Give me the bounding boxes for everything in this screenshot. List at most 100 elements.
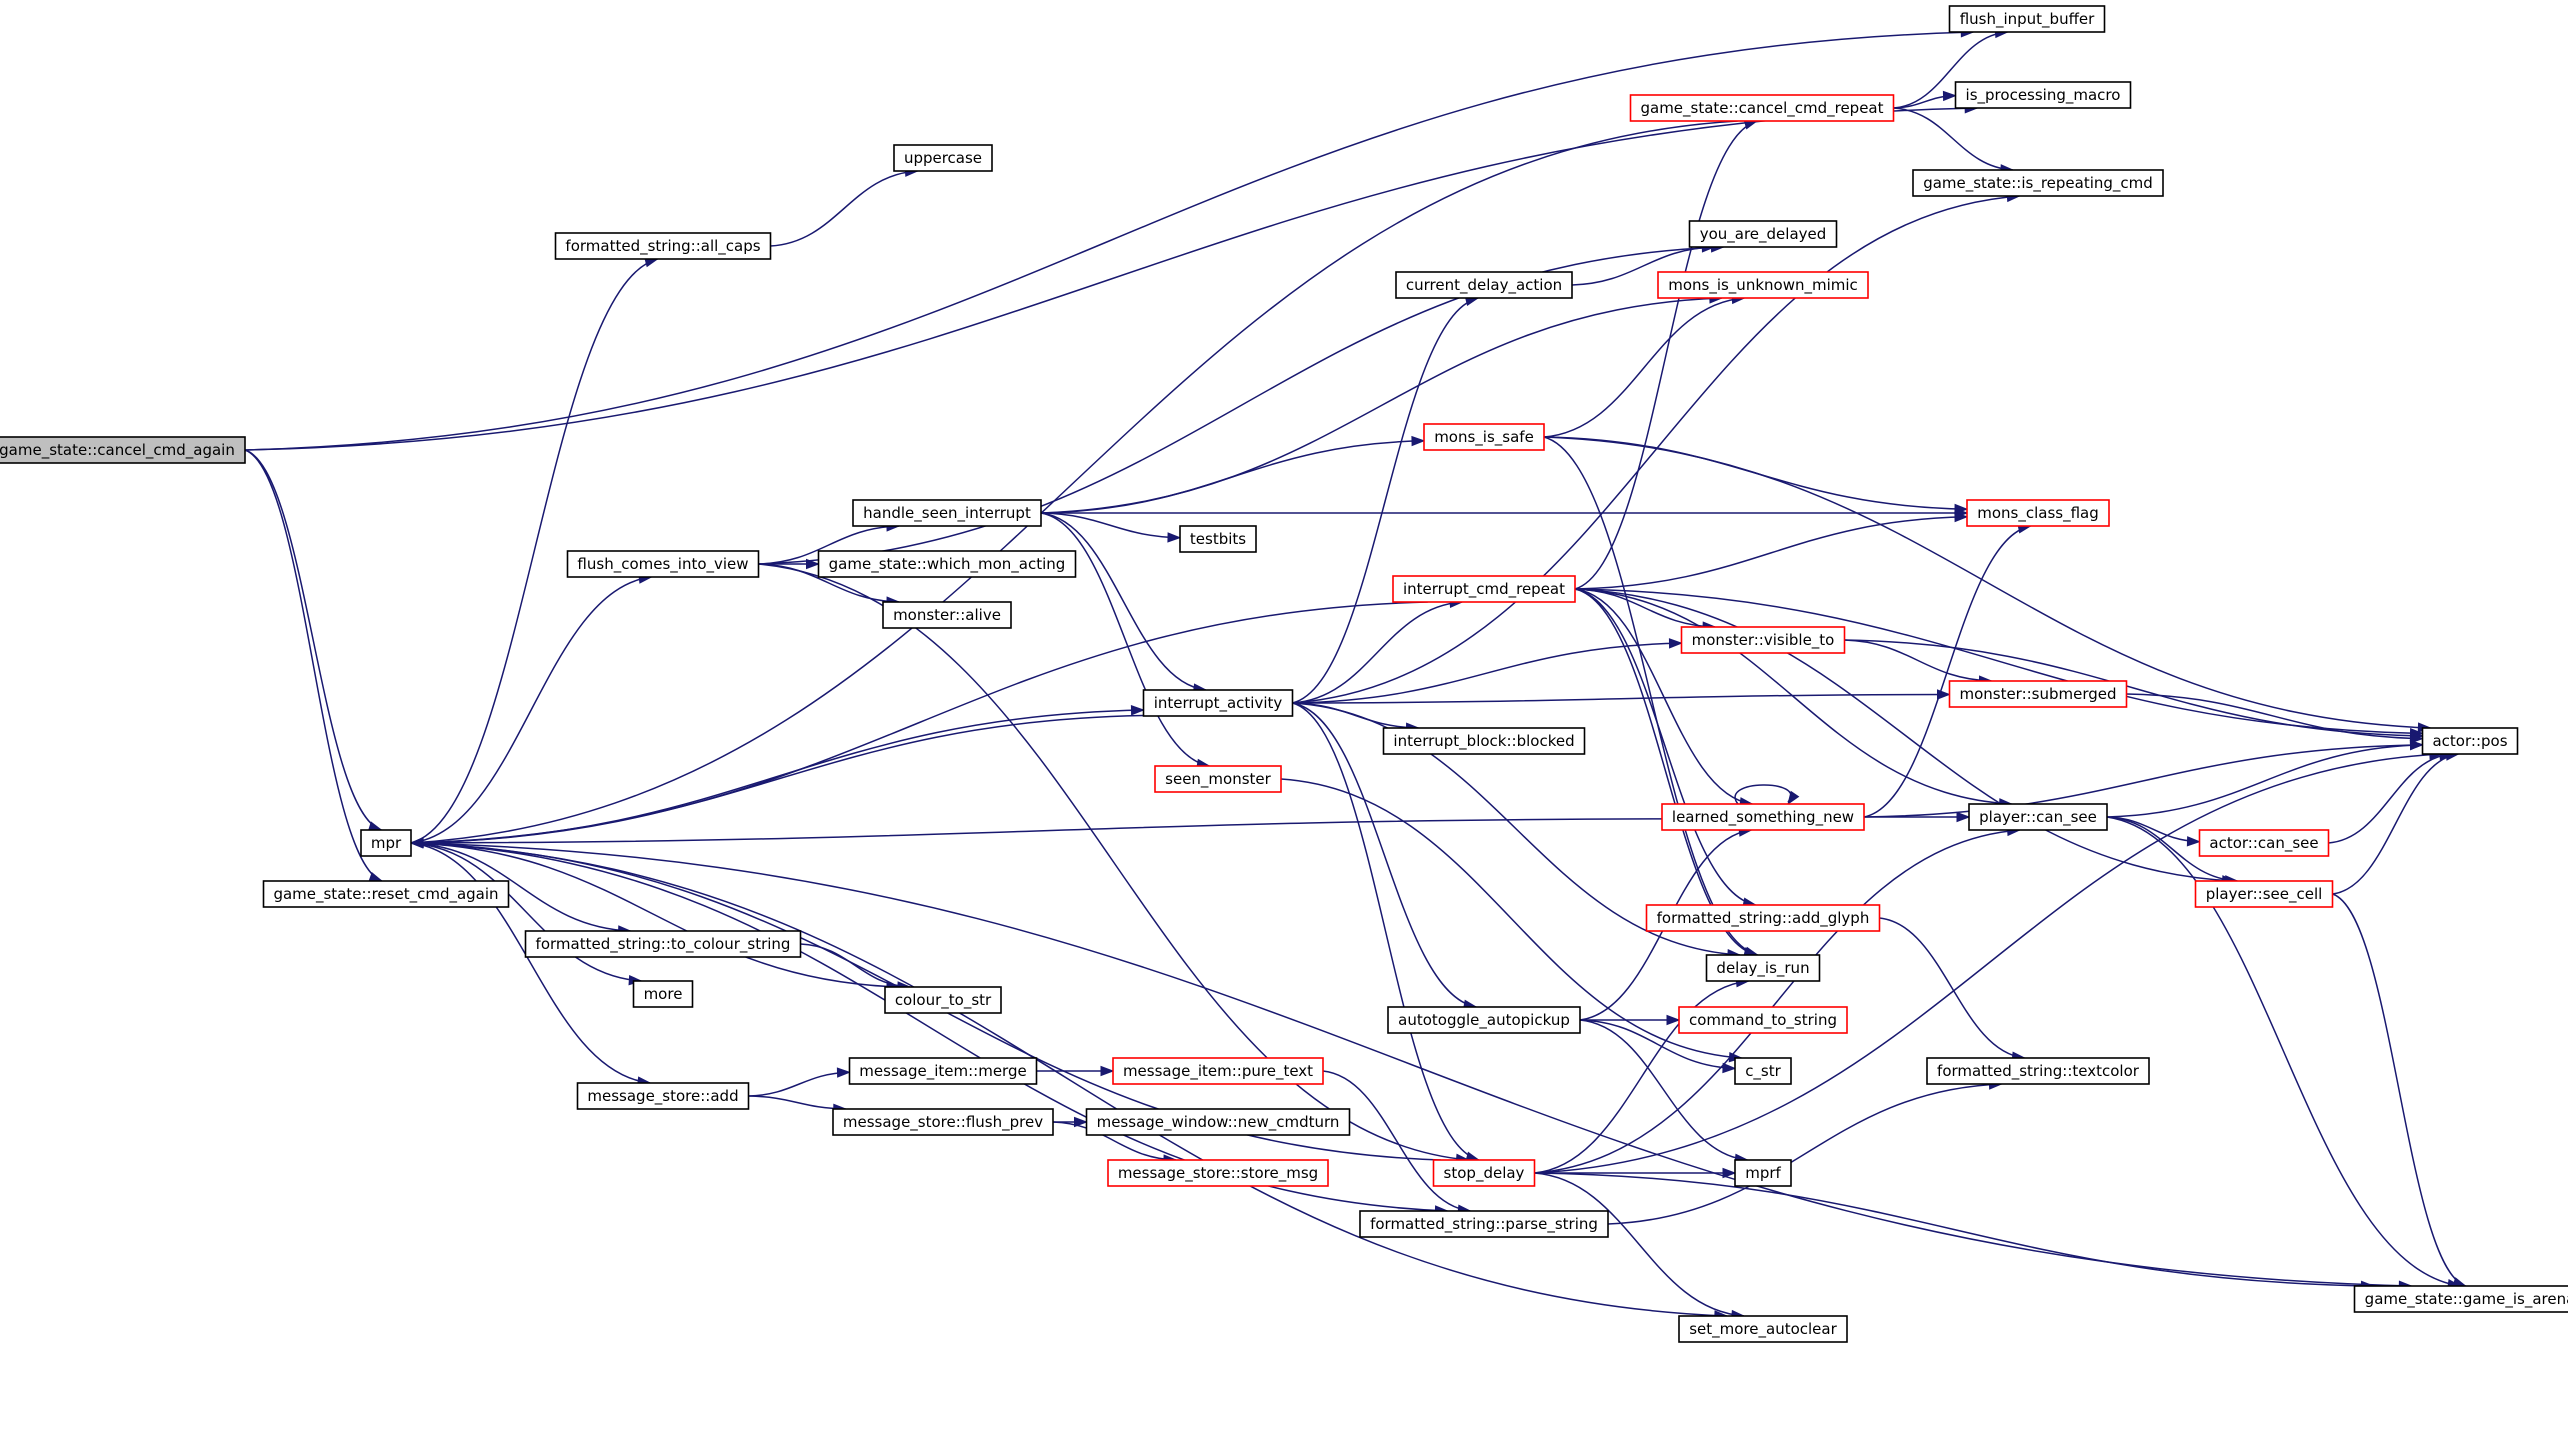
node-actor-pos[interactable]: actor::pos: [2421, 727, 2519, 755]
node-box[interactable]: [524, 930, 802, 958]
node-box[interactable]: [1705, 954, 1821, 982]
node-box[interactable]: [1926, 1057, 2150, 1085]
node-box[interactable]: [1395, 271, 1573, 299]
node-is-processing-macro[interactable]: is_processing_macro: [1954, 81, 2132, 109]
node-box[interactable]: [1382, 727, 1586, 755]
node-parse-string[interactable]: formatted_string::parse_string: [1359, 1210, 1609, 1238]
node-all-caps[interactable]: formatted_string::all_caps: [554, 232, 772, 260]
node-you-are-delayed[interactable]: you_are_delayed: [1688, 220, 1838, 248]
node-player-can-see[interactable]: player::can_see: [1968, 803, 2108, 831]
node-box[interactable]: [1678, 1006, 1848, 1034]
node-mons-class-flag[interactable]: mons_class_flag: [1966, 499, 2110, 527]
edge-line: [1040, 440, 1425, 514]
node-box[interactable]: [1657, 271, 1869, 299]
node-box[interactable]: [1154, 765, 1282, 793]
node-box[interactable]: [576, 1082, 750, 1110]
node-command-to-string[interactable]: command_to_string: [1678, 1006, 1848, 1034]
node-box[interactable]: [1966, 499, 2110, 527]
node-message-item-pure-text[interactable]: message_item::pure_text: [1112, 1057, 1324, 1085]
node-box[interactable]: [1912, 169, 2164, 197]
node-box[interactable]: [632, 980, 694, 1008]
node-monster-visible-to[interactable]: monster::visible_to: [1680, 626, 1846, 654]
node-box[interactable]: [1392, 575, 1576, 603]
node-monster-alive[interactable]: monster::alive: [882, 601, 1012, 629]
node-box[interactable]: [1688, 220, 1838, 248]
node-handle-seen-interrupt[interactable]: handle_seen_interrupt: [852, 499, 1042, 527]
node-box[interactable]: [1107, 1159, 1329, 1187]
node-box[interactable]: [1432, 1159, 1536, 1187]
node-delay-is-run[interactable]: delay_is_run: [1705, 954, 1821, 982]
node-box[interactable]: [1678, 1315, 1848, 1343]
node-game-is-arena[interactable]: game_state::game_is_arena: [2353, 1285, 2568, 1313]
node-flush-comes-into-view[interactable]: flush_comes_into_view: [566, 550, 760, 578]
node-box[interactable]: [1085, 1108, 1351, 1136]
node-reset-cmd-again[interactable]: game_state::reset_cmd_again: [262, 880, 510, 908]
node-new-cmdturn[interactable]: message_window::new_cmdturn: [1085, 1108, 1351, 1136]
node-box[interactable]: [1968, 803, 2108, 831]
node-store-msg[interactable]: message_store::store_msg: [1107, 1159, 1329, 1187]
node-box[interactable]: [1948, 5, 2106, 33]
node-box[interactable]: [893, 144, 993, 172]
node-box[interactable]: [2194, 880, 2334, 908]
node-set-more-autoclear[interactable]: set_more_autoclear: [1678, 1315, 1848, 1343]
node-box[interactable]: [1423, 423, 1545, 451]
node-seen-monster[interactable]: seen_monster: [1154, 765, 1282, 793]
node-box[interactable]: [262, 880, 510, 908]
node-box[interactable]: [1661, 803, 1865, 831]
node-interrupt-block-blocked[interactable]: interrupt_block::blocked: [1382, 727, 1586, 755]
node-box[interactable]: [1112, 1057, 1324, 1085]
node-box[interactable]: [882, 601, 1012, 629]
node-flush-input-buffer[interactable]: flush_input_buffer: [1948, 5, 2106, 33]
node-box[interactable]: [1645, 904, 1881, 932]
node-box[interactable]: [884, 986, 1002, 1014]
node-textcolor[interactable]: formatted_string::textcolor: [1926, 1057, 2150, 1085]
node-mprf[interactable]: mprf: [1734, 1159, 1792, 1187]
node-mons-is-safe[interactable]: mons_is_safe: [1423, 423, 1545, 451]
node-box[interactable]: [1359, 1210, 1609, 1238]
node-stop-delay[interactable]: stop_delay: [1432, 1159, 1536, 1187]
node-interrupt-cmd-repeat[interactable]: interrupt_cmd_repeat: [1392, 575, 1576, 603]
node-box[interactable]: [554, 232, 772, 260]
node-add-glyph[interactable]: formatted_string::add_glyph: [1645, 904, 1881, 932]
node-message-store-add[interactable]: message_store::add: [576, 1082, 750, 1110]
node-box[interactable]: [1734, 1159, 1792, 1187]
node-box[interactable]: [1734, 1057, 1792, 1085]
node-learned-something-new[interactable]: learned_something_new: [1661, 803, 1865, 831]
node-box[interactable]: [852, 499, 1042, 527]
node-flush-prev[interactable]: message_store::flush_prev: [832, 1108, 1054, 1136]
node-colour-to-str[interactable]: colour_to_str: [884, 986, 1002, 1014]
node-box[interactable]: [817, 550, 1077, 578]
node-box[interactable]: [566, 550, 760, 578]
node-actor-can-see[interactable]: actor::can_see: [2198, 829, 2330, 857]
node-which-mon-acting[interactable]: game_state::which_mon_acting: [817, 550, 1077, 578]
node-mons-is-unknown-mimic[interactable]: mons_is_unknown_mimic: [1657, 271, 1869, 299]
node-c-str[interactable]: c_str: [1734, 1057, 1792, 1085]
node-box[interactable]: [1179, 525, 1257, 553]
node-box[interactable]: [1680, 626, 1846, 654]
node-monster-submerged[interactable]: monster::submerged: [1948, 680, 2128, 708]
node-is-repeating-cmd[interactable]: game_state::is_repeating_cmd: [1912, 169, 2164, 197]
node-box[interactable]: [1387, 1006, 1581, 1034]
node-box[interactable]: [1629, 94, 1895, 122]
node-player-see-cell[interactable]: player::see_cell: [2194, 880, 2334, 908]
node-mpr[interactable]: mpr: [360, 829, 412, 857]
node-box[interactable]: [832, 1108, 1054, 1136]
node-message-item-merge[interactable]: message_item::merge: [848, 1057, 1038, 1085]
node-more[interactable]: more: [632, 980, 694, 1008]
node-box[interactable]: [1954, 81, 2132, 109]
node-interrupt-activity[interactable]: interrupt_activity: [1142, 689, 1294, 717]
node-box[interactable]: [1948, 680, 2128, 708]
node-current-delay-action[interactable]: current_delay_action: [1395, 271, 1573, 299]
node-box[interactable]: [848, 1057, 1038, 1085]
node-to-colour-string[interactable]: formatted_string::to_colour_string: [524, 930, 802, 958]
node-box[interactable]: [2421, 727, 2519, 755]
node-box[interactable]: [2353, 1285, 2568, 1313]
node-box[interactable]: [360, 829, 412, 857]
node-box[interactable]: [2198, 829, 2330, 857]
node-cancel-cmd-repeat[interactable]: game_state::cancel_cmd_repeat: [1629, 94, 1895, 122]
node-uppercase[interactable]: uppercase: [893, 144, 993, 172]
node-box[interactable]: [1142, 689, 1294, 717]
node-testbits[interactable]: testbits: [1179, 525, 1257, 553]
node-autotoggle-autopickup[interactable]: autotoggle_autopickup: [1387, 1006, 1581, 1034]
